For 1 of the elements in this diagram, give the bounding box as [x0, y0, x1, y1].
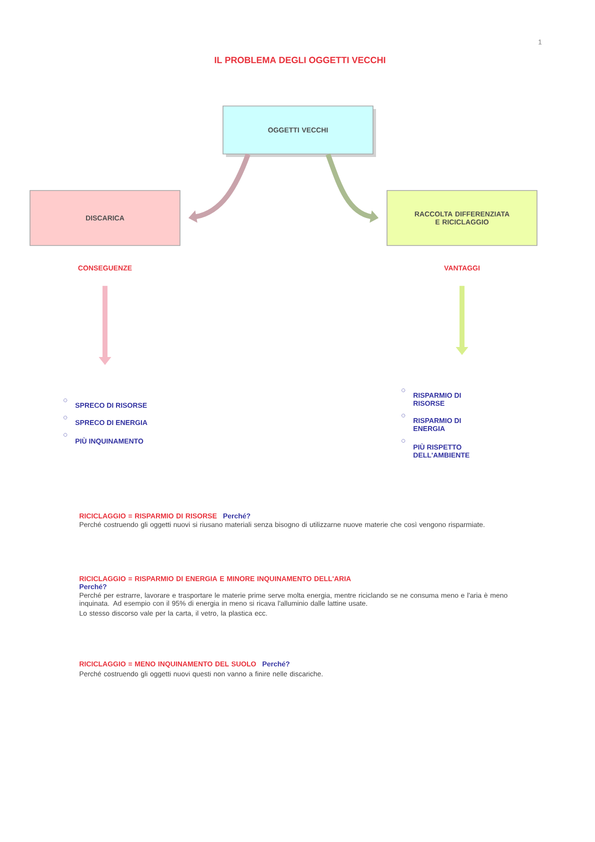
- title: IL PROBLEMA DEGLI OGGETTI VECCHI: [214, 56, 386, 64]
